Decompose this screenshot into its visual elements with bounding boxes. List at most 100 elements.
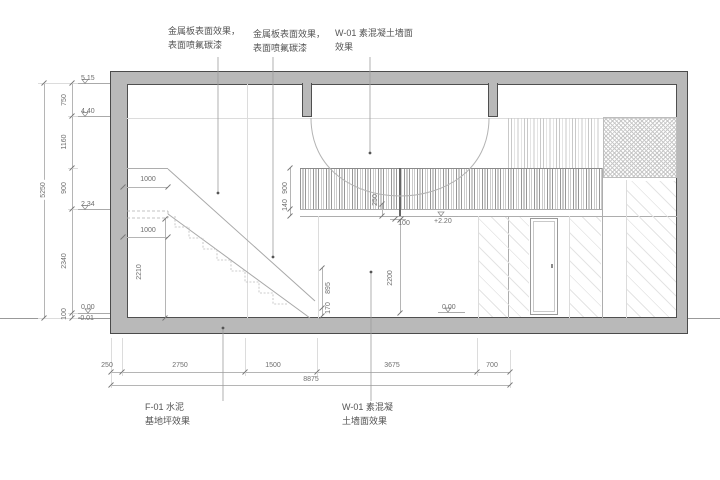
door — [530, 218, 558, 315]
level-2-34: 2.34 — [81, 201, 95, 208]
dim-bottom-3675: 3675 — [384, 362, 400, 369]
level-mezzanine: +2.20 — [434, 218, 452, 225]
annotation-line: 表面喷氟碳漆 — [168, 40, 223, 50]
annotation-line: 金属板表面效果， — [253, 29, 326, 39]
extension-line — [68, 116, 78, 117]
extension-line — [477, 338, 478, 376]
dim-chain-line-bottom — [111, 372, 510, 373]
ceiling-stub-left — [302, 83, 312, 117]
mezzanine-edge-left — [127, 168, 168, 169]
extension-line — [68, 209, 78, 210]
annotation-concrete-wall-top: W-01 素混凝土墙面 效果 — [335, 26, 413, 54]
level-line — [78, 209, 110, 210]
dim-ticks — [41, 80, 513, 388]
dim-total-line-bottom — [111, 385, 510, 386]
door-inner-frame — [533, 221, 555, 312]
annotation-metal-plate-2: 金属板表面效果， 表面喷氟碳漆 — [253, 27, 325, 55]
glass-panel — [479, 217, 529, 317]
dim-bottom-1500: 1500 — [265, 362, 281, 369]
floor-strip-bottom — [300, 216, 677, 217]
dim-clear-height-2200: 2200 — [387, 270, 394, 286]
annotation-line: F-01 水泥 — [145, 402, 185, 412]
partition-line — [626, 180, 627, 318]
extension-line — [68, 168, 78, 169]
level-5-15: 5.15 — [81, 75, 95, 82]
annotation-line: 金属板表面效果， — [168, 26, 241, 36]
annotation-line: 效果 — [335, 42, 354, 52]
extension-line — [38, 83, 78, 84]
level-0-00: 0.00 — [81, 304, 95, 311]
handrail-dashed — [127, 210, 169, 219]
dim-balustrade-900: 900 — [282, 182, 289, 194]
level-line — [78, 116, 110, 117]
level-floor-interior: 0.00 — [442, 304, 456, 311]
dim-line-rail-height — [165, 219, 166, 318]
annotation-line: 土墙面效果 — [342, 416, 388, 426]
dim-floor-edge-140: 140 — [282, 199, 289, 211]
extension-line — [510, 350, 511, 388]
dim-line-post-width — [390, 219, 406, 220]
floor-strip-top — [300, 209, 602, 210]
ground-line-right — [688, 318, 720, 319]
door-handle — [551, 264, 553, 268]
annotation-line: W-01 素混凝土墙面 — [335, 28, 413, 38]
dim-chain-line-left — [72, 83, 73, 318]
level-minus-0-01: -0.01 — [78, 315, 94, 322]
annotation-metal-plate-1: 金属板表面效果， 表面喷氟碳漆 — [168, 24, 240, 52]
dim-stair-lower-895: 895 — [325, 282, 332, 294]
dim-left-total-5250: 5250 — [40, 180, 48, 200]
leader-dots — [216, 151, 373, 330]
dim-line-stair-lower — [322, 268, 323, 316]
extension-line — [111, 338, 112, 388]
level-line — [78, 313, 110, 314]
leader-lines — [217, 57, 372, 401]
dim-bottom-700: 700 — [486, 362, 498, 369]
stair-stringer-lower — [167, 213, 311, 319]
ceiling-line — [127, 118, 677, 119]
dim-line-stair-run2 — [123, 237, 168, 238]
annotation-line: 基地坪效果 — [145, 416, 191, 426]
stair-steps-dashed — [174, 216, 287, 305]
dim-left-100: 100 — [61, 308, 68, 320]
annotation-line: 表面喷氟碳漆 — [253, 43, 308, 53]
partition-line — [569, 216, 570, 318]
dim-line-balustrade — [290, 168, 291, 216]
dim-left-750: 750 — [61, 94, 68, 106]
annotation-concrete-wall-bottom: W-01 素混凝 土墙面效果 — [342, 400, 393, 428]
dim-stair-run-1000b: 1000 — [140, 227, 156, 234]
dim-line-clear-height — [400, 220, 401, 313]
partition-line — [602, 168, 603, 318]
extension-line — [317, 338, 318, 376]
dim-stair-run-1000a: 1000 — [140, 176, 156, 183]
wall-line-behind-stair — [247, 84, 248, 318]
dim-line-post-offset — [382, 204, 383, 216]
extension-line — [122, 338, 123, 376]
dim-left-900: 900 — [61, 182, 68, 194]
level-4-40: 4.40 — [81, 108, 95, 115]
partition-line — [478, 216, 479, 318]
stair-stringer-upper — [167, 168, 316, 302]
dim-left-2340: 2340 — [61, 253, 68, 269]
crosshatch-panel — [603, 117, 677, 178]
glass-panel — [627, 181, 676, 317]
glass-panel — [570, 217, 601, 317]
extension-line — [38, 318, 78, 319]
balustrade-post — [399, 168, 401, 216]
extension-line — [68, 313, 78, 314]
extension-line — [245, 338, 246, 376]
level-line-mezzanine — [432, 216, 458, 217]
annotation-line: W-01 素混凝 — [342, 402, 393, 412]
dim-left-1160: 1160 — [61, 134, 68, 150]
dim-bottom-250: 250 — [101, 362, 113, 369]
dim-post-offset-250: 250 — [372, 194, 379, 206]
dim-post-width-100: 100 — [398, 220, 410, 227]
dim-riser-170: 170 — [325, 302, 332, 314]
partition-line — [318, 216, 319, 318]
level-triangles — [81, 79, 452, 314]
dim-bottom-total-8875: 8875 — [303, 376, 319, 383]
dim-bottom-2750: 2750 — [172, 362, 188, 369]
dim-rail-height-2210: 2210 — [136, 264, 143, 280]
striped-panel — [508, 118, 601, 168]
